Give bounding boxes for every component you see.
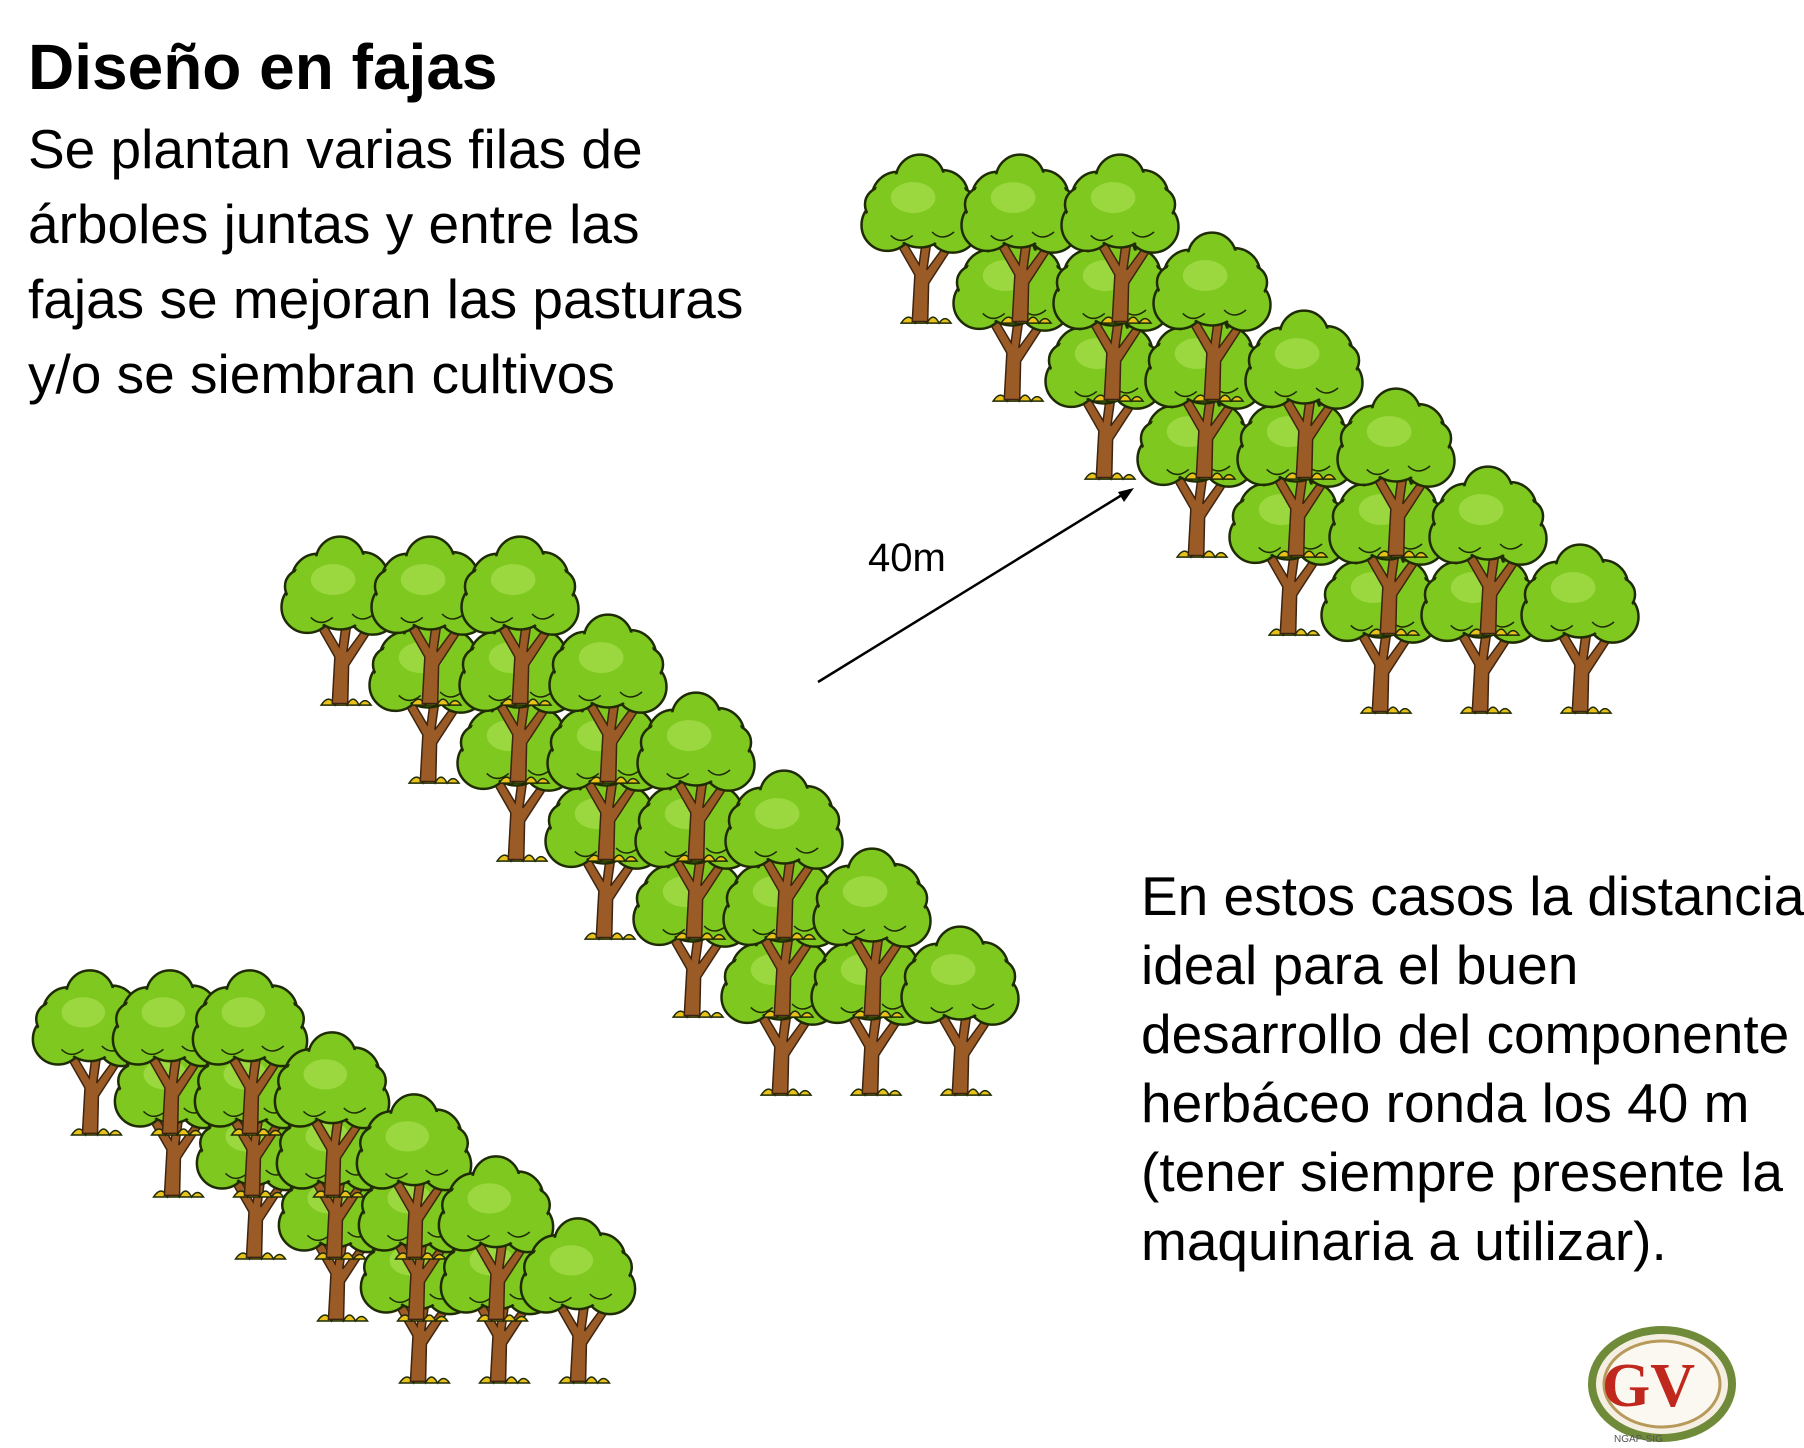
- intro-line: fajas se mejoran las pasturas: [28, 268, 744, 330]
- tree-icon: [636, 691, 756, 863]
- tree-icon: [1228, 465, 1348, 637]
- tree-icon: [1060, 153, 1180, 325]
- tree-icon: [273, 1031, 391, 1199]
- note-line: (tener siempre presente la: [1141, 1141, 1783, 1203]
- strip-design-diagram: [31, 153, 1640, 1385]
- tree-icon: [1336, 387, 1456, 559]
- tree-icon: [460, 535, 580, 707]
- tree-icon: [1152, 231, 1272, 403]
- intro-text: Se plantan varias filas de árboles junta…: [28, 112, 743, 412]
- tree-icon: [1244, 309, 1364, 481]
- logo-caption: NGAP-SIG: [1614, 1434, 1663, 1445]
- intro-line: y/o se siembran cultivos: [28, 343, 615, 405]
- tree-icon: [1428, 465, 1548, 637]
- tree-icon: [960, 153, 1080, 325]
- intro-line: Se plantan varias filas de: [28, 118, 643, 180]
- note-line: desarrollo del componente: [1141, 1003, 1790, 1065]
- tree-icon: [355, 1093, 473, 1261]
- distance-arrow: [817, 488, 1131, 684]
- tree-icon: [548, 613, 668, 785]
- tree-icon: [519, 1217, 637, 1385]
- note-line: ideal para el buen: [1141, 934, 1579, 996]
- tree-icon: [724, 769, 844, 941]
- tree-strip-right: [860, 153, 1640, 715]
- tree-icon: [437, 1155, 555, 1323]
- tree-icon: [860, 153, 980, 325]
- tree-icon: [900, 925, 1020, 1097]
- intro-line: árboles juntas y entre las: [28, 193, 640, 255]
- note-line: En estos casos la distancia: [1141, 865, 1804, 927]
- tree-strip-left: [31, 969, 637, 1385]
- distance-label: 40m: [868, 536, 946, 580]
- tree-icon: [191, 969, 309, 1137]
- institution-logo: GV NGAP-SIG: [1588, 1326, 1736, 1445]
- note-line: herbáceo ronda los 40 m: [1141, 1072, 1750, 1134]
- note-line: maquinaria a utilizar).: [1141, 1210, 1667, 1272]
- logo-letters: GV: [1602, 1352, 1695, 1420]
- tree-icon: [812, 847, 932, 1019]
- distance-note: En estos casos la distancia ideal para e…: [1141, 862, 1804, 1276]
- page-title: Diseño en fajas: [28, 31, 498, 103]
- tree-icon: [1520, 543, 1640, 715]
- tree-strip-middle: [280, 535, 1020, 1097]
- distance-arrowhead: [1118, 488, 1134, 502]
